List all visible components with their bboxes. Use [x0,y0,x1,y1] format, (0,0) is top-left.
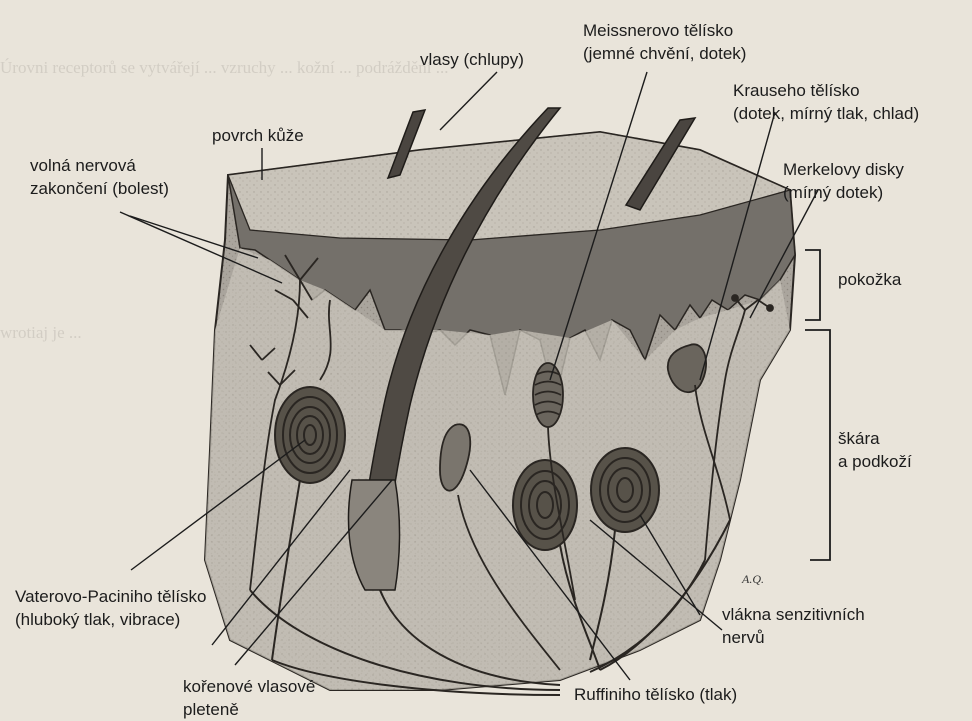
label-krause: Krauseho tělísko(dotek, mírný tlak, chla… [733,79,919,125]
label-hair: vlasy (chlupy) [420,48,524,71]
label-skin-surface: povrch kůže [212,124,304,147]
label-epidermis: pokožka [838,268,901,291]
label-pacinian: Vaterovo-Paciniho tělísko(hluboký tlak, … [15,585,207,631]
label-ruffini: Ruffiniho tělísko (tlak) [574,683,737,706]
layer-brackets [805,250,830,560]
label-merkel: Merkelovy disky(mírný dotek) [783,158,904,204]
artist-initials: A.Q. [742,572,764,587]
label-meissner: Meissnerovo tělísko(jemné chvění, dotek) [583,19,746,65]
